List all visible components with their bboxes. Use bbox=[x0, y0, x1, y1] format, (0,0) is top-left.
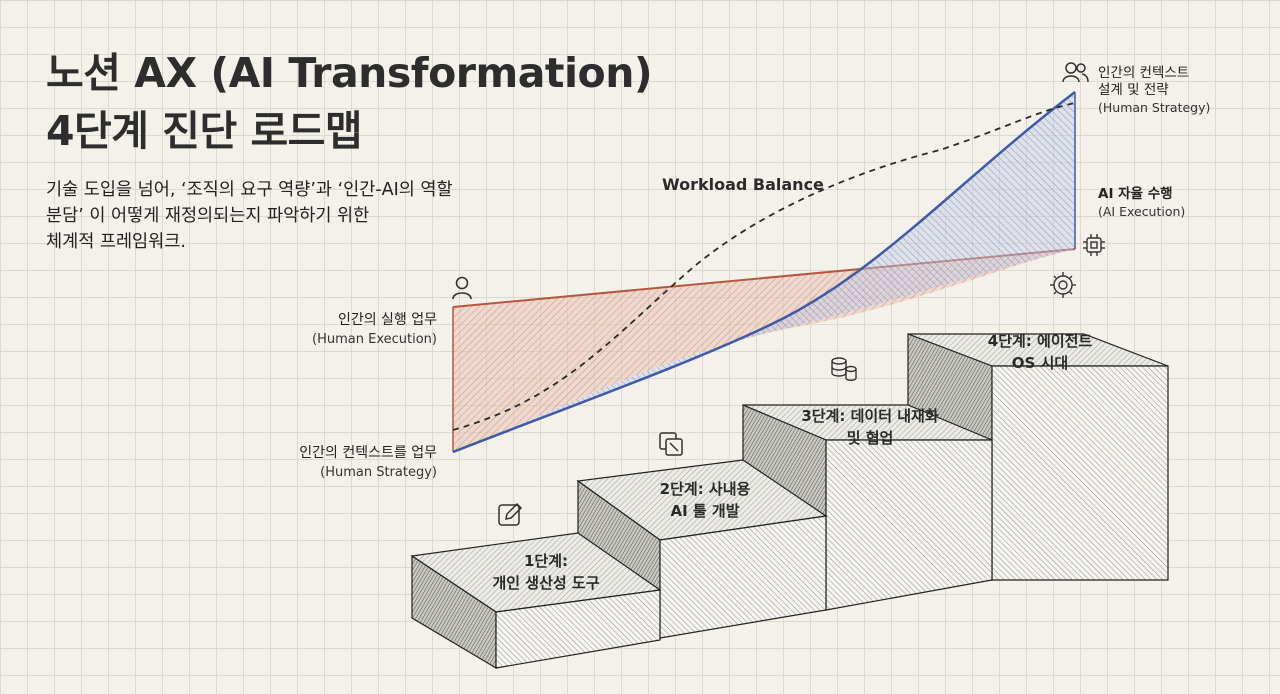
title-line-2: 4단계 진단 로드맵 bbox=[46, 107, 363, 155]
human-strategy-area bbox=[453, 92, 1075, 452]
step-3-label: 3단계: 데이터 내재화 및 협업 bbox=[780, 405, 960, 449]
ai-execution-label-en: (AI Execution) bbox=[1098, 204, 1186, 219]
step-4-subtitle: OS 시대 bbox=[1011, 354, 1069, 372]
step-2-subtitle: AI 툴 개발 bbox=[670, 502, 740, 520]
human-strategy-left-label: 인간의 컨텍스트를 업무 (Human Strategy) bbox=[299, 444, 437, 482]
gear-chip-icon bbox=[1050, 272, 1076, 298]
human-execution-area bbox=[453, 249, 1075, 452]
human-strategy-left-label-ko: 인간의 컨텍스트를 업무 bbox=[299, 445, 437, 461]
step-1-label: 1단계: 개인 생산성 도구 bbox=[466, 550, 626, 594]
ai-execution-label: AI 자율 수행 (AI Execution) bbox=[1098, 186, 1185, 220]
human-strategy-line bbox=[452, 91, 1076, 454]
human-execution-label-en: (Human Execution) bbox=[312, 332, 437, 347]
human-strategy-left-label-en: (Human Strategy) bbox=[320, 465, 437, 480]
subtitle-line-1: 기술 도입을 넘어, ‘조직의 요구 역량’과 ‘인간-AI의 역할 bbox=[46, 180, 453, 200]
step-block-1 bbox=[410, 532, 662, 670]
tool-icon bbox=[659, 432, 683, 456]
edit-icon bbox=[498, 502, 523, 526]
people-icon bbox=[1062, 62, 1089, 83]
human-execution-label-ko: 인간의 실행 업무 bbox=[337, 312, 437, 328]
subtitle-line-3: 체계적 프레임워크. bbox=[46, 232, 186, 252]
step-2-label: 2단계: 사내용 AI 툴 개발 bbox=[625, 478, 785, 522]
ai-execution-dashed-line bbox=[452, 102, 1076, 431]
step-2-title: 2단계: 사내용 bbox=[659, 480, 751, 498]
chip-icon bbox=[1083, 234, 1105, 256]
step-3-subtitle: 및 협업 bbox=[846, 429, 894, 447]
person-icon bbox=[452, 276, 472, 300]
step-block-2 bbox=[576, 459, 828, 640]
human-execution-label: 인간의 실행 업무 (Human Execution) bbox=[312, 311, 437, 349]
page-title: 노션 AX (AI Transformation) 4단계 진단 로드맵 bbox=[46, 44, 653, 160]
human-strategy-right-label-ko-1: 인간의 컨텍스트 bbox=[1098, 65, 1190, 81]
human-strategy-right-label-ko-2: 설계 및 전략 bbox=[1098, 82, 1169, 98]
human-strategy-right-label-en: (Human Strategy) bbox=[1098, 100, 1211, 115]
step-1-title: 1단계: bbox=[523, 552, 569, 570]
subtitle-line-2: 분담’ 이 어떻게 재정의되는지 파악하기 위한 bbox=[46, 206, 370, 226]
human-strategy-right-label: 인간의 컨텍스트 설계 및 전략 (Human Strategy) bbox=[1098, 65, 1210, 116]
database-icon bbox=[831, 357, 857, 381]
step-4-label: 4단계: 에이전트 OS 시대 bbox=[955, 330, 1125, 374]
title-line-1: 노션 AX (AI Transformation) bbox=[46, 49, 653, 97]
step-3-title: 3단계: 데이터 내재화 bbox=[801, 407, 939, 425]
ai-execution-label-ko: AI 자율 수행 bbox=[1098, 186, 1173, 202]
page-subtitle: 기술 도입을 넘어, ‘조직의 요구 역량’과 ‘인간-AI의 역할 분담’ 이… bbox=[46, 177, 453, 255]
step-1-subtitle: 개인 생산성 도구 bbox=[492, 574, 600, 592]
chart-heading: Workload Balance bbox=[662, 175, 824, 194]
step-4-title: 4단계: 에이전트 bbox=[987, 332, 1093, 350]
